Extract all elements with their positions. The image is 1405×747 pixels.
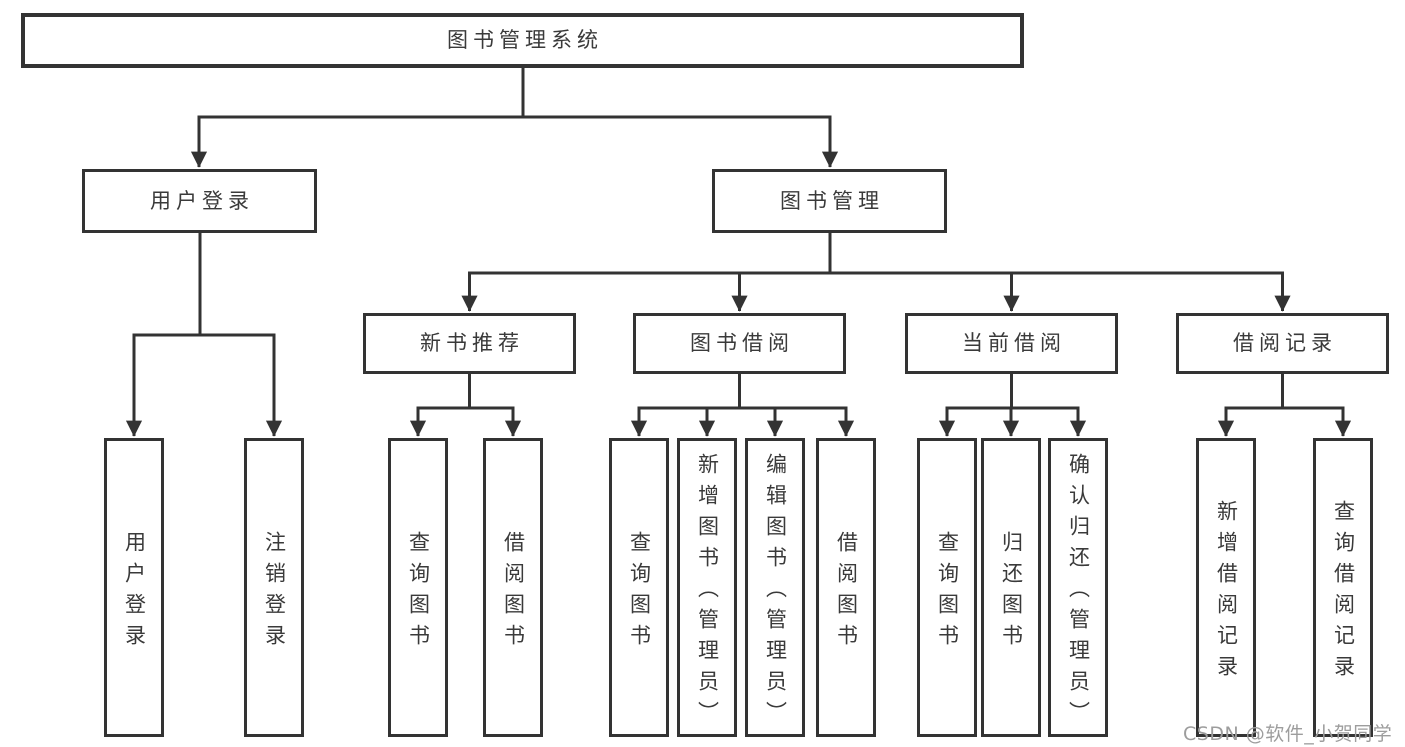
leaf-borrow-books-recommend: 借阅图书 bbox=[483, 438, 543, 737]
leaf-edit-books-admin: 编辑图书（管理员） bbox=[745, 438, 805, 737]
leaf-query-books-recommend: 查询图书 bbox=[388, 438, 448, 737]
leaf-return-books: 归还图书 bbox=[981, 438, 1041, 737]
leaf-add-borrow-record: 新增借阅记录 bbox=[1196, 438, 1256, 737]
node-borrowing-records: 借阅记录 bbox=[1176, 313, 1389, 374]
csdn-watermark: CSDN @软件_小贺同学 bbox=[1183, 723, 1393, 745]
node-library-management-system: 图书管理系统 bbox=[21, 13, 1024, 68]
leaf-query-books-current: 查询图书 bbox=[917, 438, 977, 737]
leaf-query-books-borrowing: 查询图书 bbox=[609, 438, 669, 737]
node-book-management: 图书管理 bbox=[712, 169, 947, 233]
node-user-login: 用户登录 bbox=[82, 169, 317, 233]
node-current-borrowing: 当前借阅 bbox=[905, 313, 1118, 374]
node-book-borrowing: 图书借阅 bbox=[633, 313, 846, 374]
node-new-book-recommend: 新书推荐 bbox=[363, 313, 576, 374]
leaf-logout: 注销登录 bbox=[244, 438, 304, 737]
leaf-confirm-return-admin: 确认归还（管理员） bbox=[1048, 438, 1108, 737]
leaf-query-borrow-record: 查询借阅记录 bbox=[1313, 438, 1373, 737]
leaf-borrow-books-borrowing: 借阅图书 bbox=[816, 438, 876, 737]
leaf-add-books-admin: 新增图书（管理员） bbox=[677, 438, 737, 737]
leaf-user-login: 用户登录 bbox=[104, 438, 164, 737]
